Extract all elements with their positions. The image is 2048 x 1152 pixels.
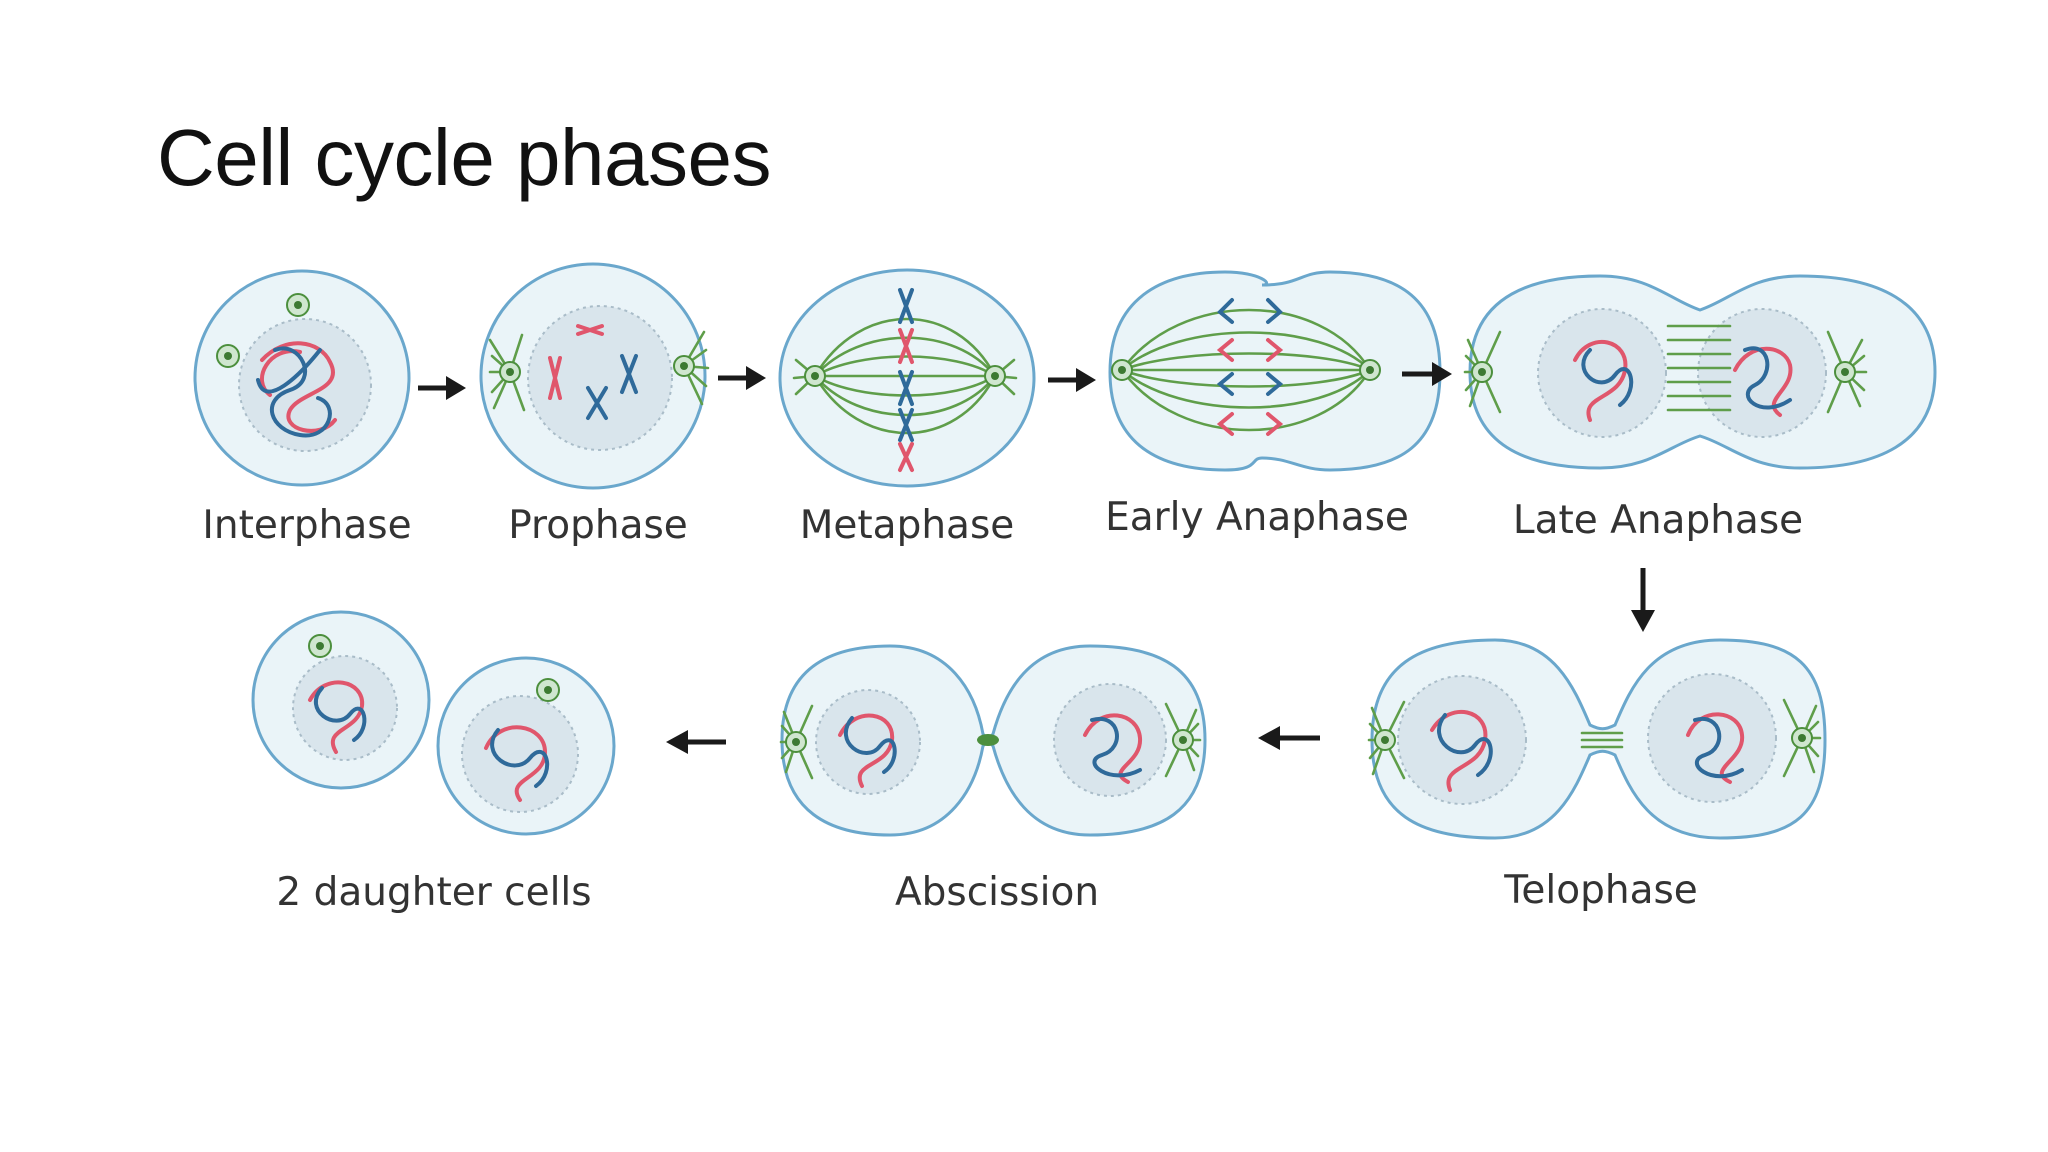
early-anaphase-cell <box>1108 270 1442 472</box>
arrow-left-icon <box>1258 726 1320 750</box>
midzone-fibers-icon <box>1666 324 1732 412</box>
stage-label-interphase: Interphase <box>202 503 411 548</box>
spindle-fibers-icon <box>1111 308 1381 432</box>
stage-label-metaphase: Metaphase <box>800 503 1015 548</box>
centrosome-icon <box>216 293 310 368</box>
stage-label-telophase: Telophase <box>1503 868 1698 913</box>
slide-title: Cell cycle phases <box>157 113 772 202</box>
chromosome-icon <box>1216 298 1284 436</box>
arrow-left-icon <box>666 730 726 754</box>
spindle-aster-icon <box>779 702 1202 780</box>
spindle-aster-icon <box>1367 698 1822 780</box>
late-anaphase-cell <box>1463 274 1937 470</box>
arrow-right-icon <box>418 376 466 400</box>
midbody-icon <box>1580 731 1624 749</box>
stage-label-late-anaphase: Late Anaphase <box>1513 498 1803 543</box>
chromosome-icon <box>898 288 914 472</box>
abscission-cell <box>779 644 1207 837</box>
arrow-right-icon <box>1048 368 1096 392</box>
daughter-cells <box>251 610 616 836</box>
stage-label-prophase: Prophase <box>508 503 688 548</box>
prophase-cell <box>479 262 710 490</box>
midbody-icon <box>977 734 999 746</box>
spindle-aster-icon <box>488 330 710 412</box>
chromosome-icon <box>548 324 638 420</box>
arrow-down-icon <box>1631 568 1655 632</box>
daughter-cell-top <box>251 610 431 790</box>
metaphase-cell <box>778 268 1036 488</box>
stage-label-early-anaphase: Early Anaphase <box>1105 495 1409 540</box>
chromatin-icon <box>1573 340 1793 422</box>
stage-label-daughter-cells: 2 daughter cells <box>276 870 591 915</box>
spindle-aster-icon <box>1463 330 1868 414</box>
arrow-right-icon <box>718 366 766 390</box>
chromatin-icon <box>256 341 337 438</box>
interphase-cell <box>193 269 411 487</box>
daughter-cell-bottom <box>436 656 616 836</box>
telophase-cell <box>1367 638 1827 840</box>
arrow-right-icon <box>1402 362 1452 386</box>
spindle-fibers-icon <box>792 317 1018 435</box>
stage-label-abscission: Abscission <box>895 870 1099 915</box>
chromatin-icon <box>838 713 1143 788</box>
chromatin-icon <box>1430 710 1745 792</box>
